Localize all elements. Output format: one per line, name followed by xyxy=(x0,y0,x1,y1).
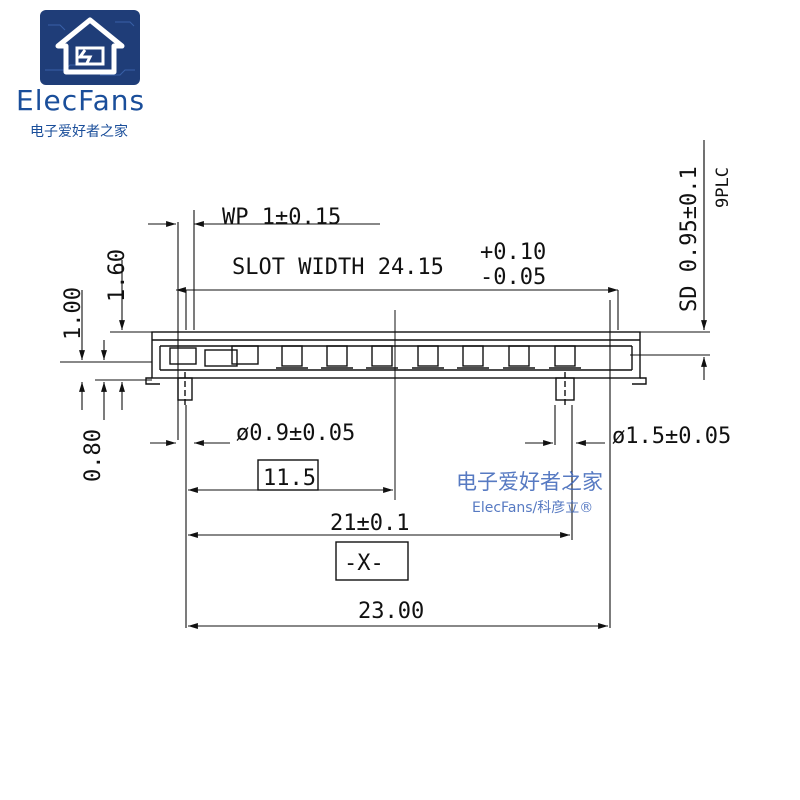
dim-11-5: 11.5 xyxy=(263,466,316,491)
basic-dim-box xyxy=(257,459,319,491)
connector-body xyxy=(151,331,641,379)
contact-pins xyxy=(276,345,581,369)
dim-sd: SD 0.95±0.1 xyxy=(677,166,702,312)
dim-dia-large: ø1.5±0.05 xyxy=(612,424,731,449)
dim-slot-tol-plus: +0.10 xyxy=(480,240,546,265)
dim-160: 1.60 xyxy=(105,249,130,302)
datum-box xyxy=(335,541,409,581)
dim-080: 0.80 xyxy=(81,429,106,482)
brand-subtitle: 电子爱好者之家 xyxy=(30,124,128,140)
brand-name: ElecFans xyxy=(16,84,146,117)
dim-plc: 9PLC xyxy=(713,167,733,208)
datum-x-label: -X- xyxy=(344,551,384,576)
elecfans-logo xyxy=(40,10,140,85)
dim-slot-tol-minus: -0.05 xyxy=(480,265,546,290)
dim-23: 23.00 xyxy=(358,599,424,624)
watermark-cn: 电子爱好者之家 xyxy=(456,470,603,494)
dim-wp: WP 1±0.15 xyxy=(222,205,341,230)
dim-dia-small: ø0.9±0.05 xyxy=(236,421,355,446)
dim-slot-width: SLOT WIDTH 24.15 xyxy=(232,255,444,280)
dim-21: 21±0.1 xyxy=(330,511,409,536)
dim-100: 1.00 xyxy=(61,287,86,340)
watermark-en: ElecFans/科彦立® xyxy=(472,500,594,516)
